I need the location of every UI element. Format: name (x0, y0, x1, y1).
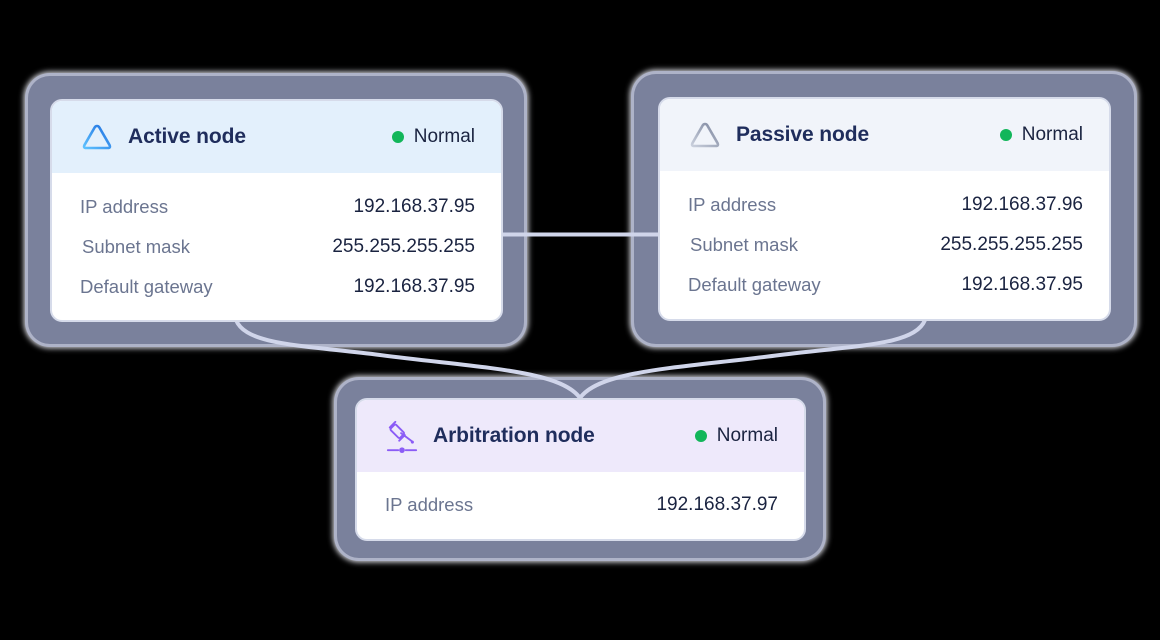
status-text: Normal (1021, 124, 1083, 145)
arbitration-node-title: Arbitration node (433, 424, 595, 447)
detail-value: 192.168.37.96 (961, 194, 1083, 215)
passive-node-card[interactable]: Passive node Normal IP address 192.168.3… (658, 97, 1111, 321)
detail-value: 192.168.37.95 (961, 274, 1083, 295)
detail-row-gateway: Default gateway 192.168.37.95 (688, 265, 1083, 305)
passive-node-status: Normal (999, 124, 1083, 146)
detail-value: 192.168.37.95 (353, 196, 475, 217)
arbitration-node-card[interactable]: Arbitration node Normal IP address 192.1… (355, 398, 806, 541)
passive-node-header: Passive node Normal (660, 99, 1109, 171)
gavel-icon (385, 419, 419, 453)
arbitration-node-status: Normal (694, 425, 778, 447)
triangle-icon (688, 118, 722, 152)
detail-value: 255.255.255.255 (940, 234, 1083, 255)
detail-label: IP address (80, 196, 169, 217)
passive-node-details: IP address 192.168.37.96 Subnet mask 255… (660, 171, 1109, 305)
active-node-status: Normal (391, 126, 475, 148)
active-node-title: Active node (128, 125, 246, 148)
detail-row-ip: IP address 192.168.37.95 (80, 187, 475, 227)
detail-value: 192.168.37.97 (656, 494, 778, 515)
active-node-card[interactable]: Active node Normal IP address 192.168.37… (50, 99, 503, 322)
detail-row-subnet: Subnet mask 255.255.255.255 (688, 225, 1083, 265)
active-node-header: Active node Normal (52, 101, 501, 173)
status-text: Normal (413, 126, 475, 147)
detail-label: IP address (688, 194, 777, 215)
status-dot-icon (999, 129, 1012, 141)
detail-label: Subnet mask (82, 236, 190, 257)
detail-row-ip: IP address 192.168.37.96 (688, 185, 1083, 225)
passive-node-title: Passive node (736, 123, 870, 146)
detail-label: IP address (385, 494, 474, 515)
detail-value: 255.255.255.255 (332, 236, 475, 257)
detail-label: Subnet mask (690, 234, 798, 255)
detail-value: 192.168.37.95 (353, 276, 475, 297)
status-dot-icon (694, 430, 707, 442)
detail-label: Default gateway (80, 276, 213, 297)
status-text: Normal (716, 425, 778, 446)
arbitration-node-details: IP address 192.168.37.97 (357, 472, 804, 525)
detail-row-gateway: Default gateway 192.168.37.95 (80, 267, 475, 307)
detail-row-ip: IP address 192.168.37.97 (385, 485, 778, 525)
arbitration-node-header: Arbitration node Normal (357, 400, 804, 472)
detail-label: Default gateway (688, 274, 821, 295)
status-dot-icon (391, 131, 404, 143)
active-node-details: IP address 192.168.37.95 Subnet mask 255… (52, 173, 501, 307)
detail-row-subnet: Subnet mask 255.255.255.255 (80, 227, 475, 267)
triangle-icon (80, 120, 114, 154)
